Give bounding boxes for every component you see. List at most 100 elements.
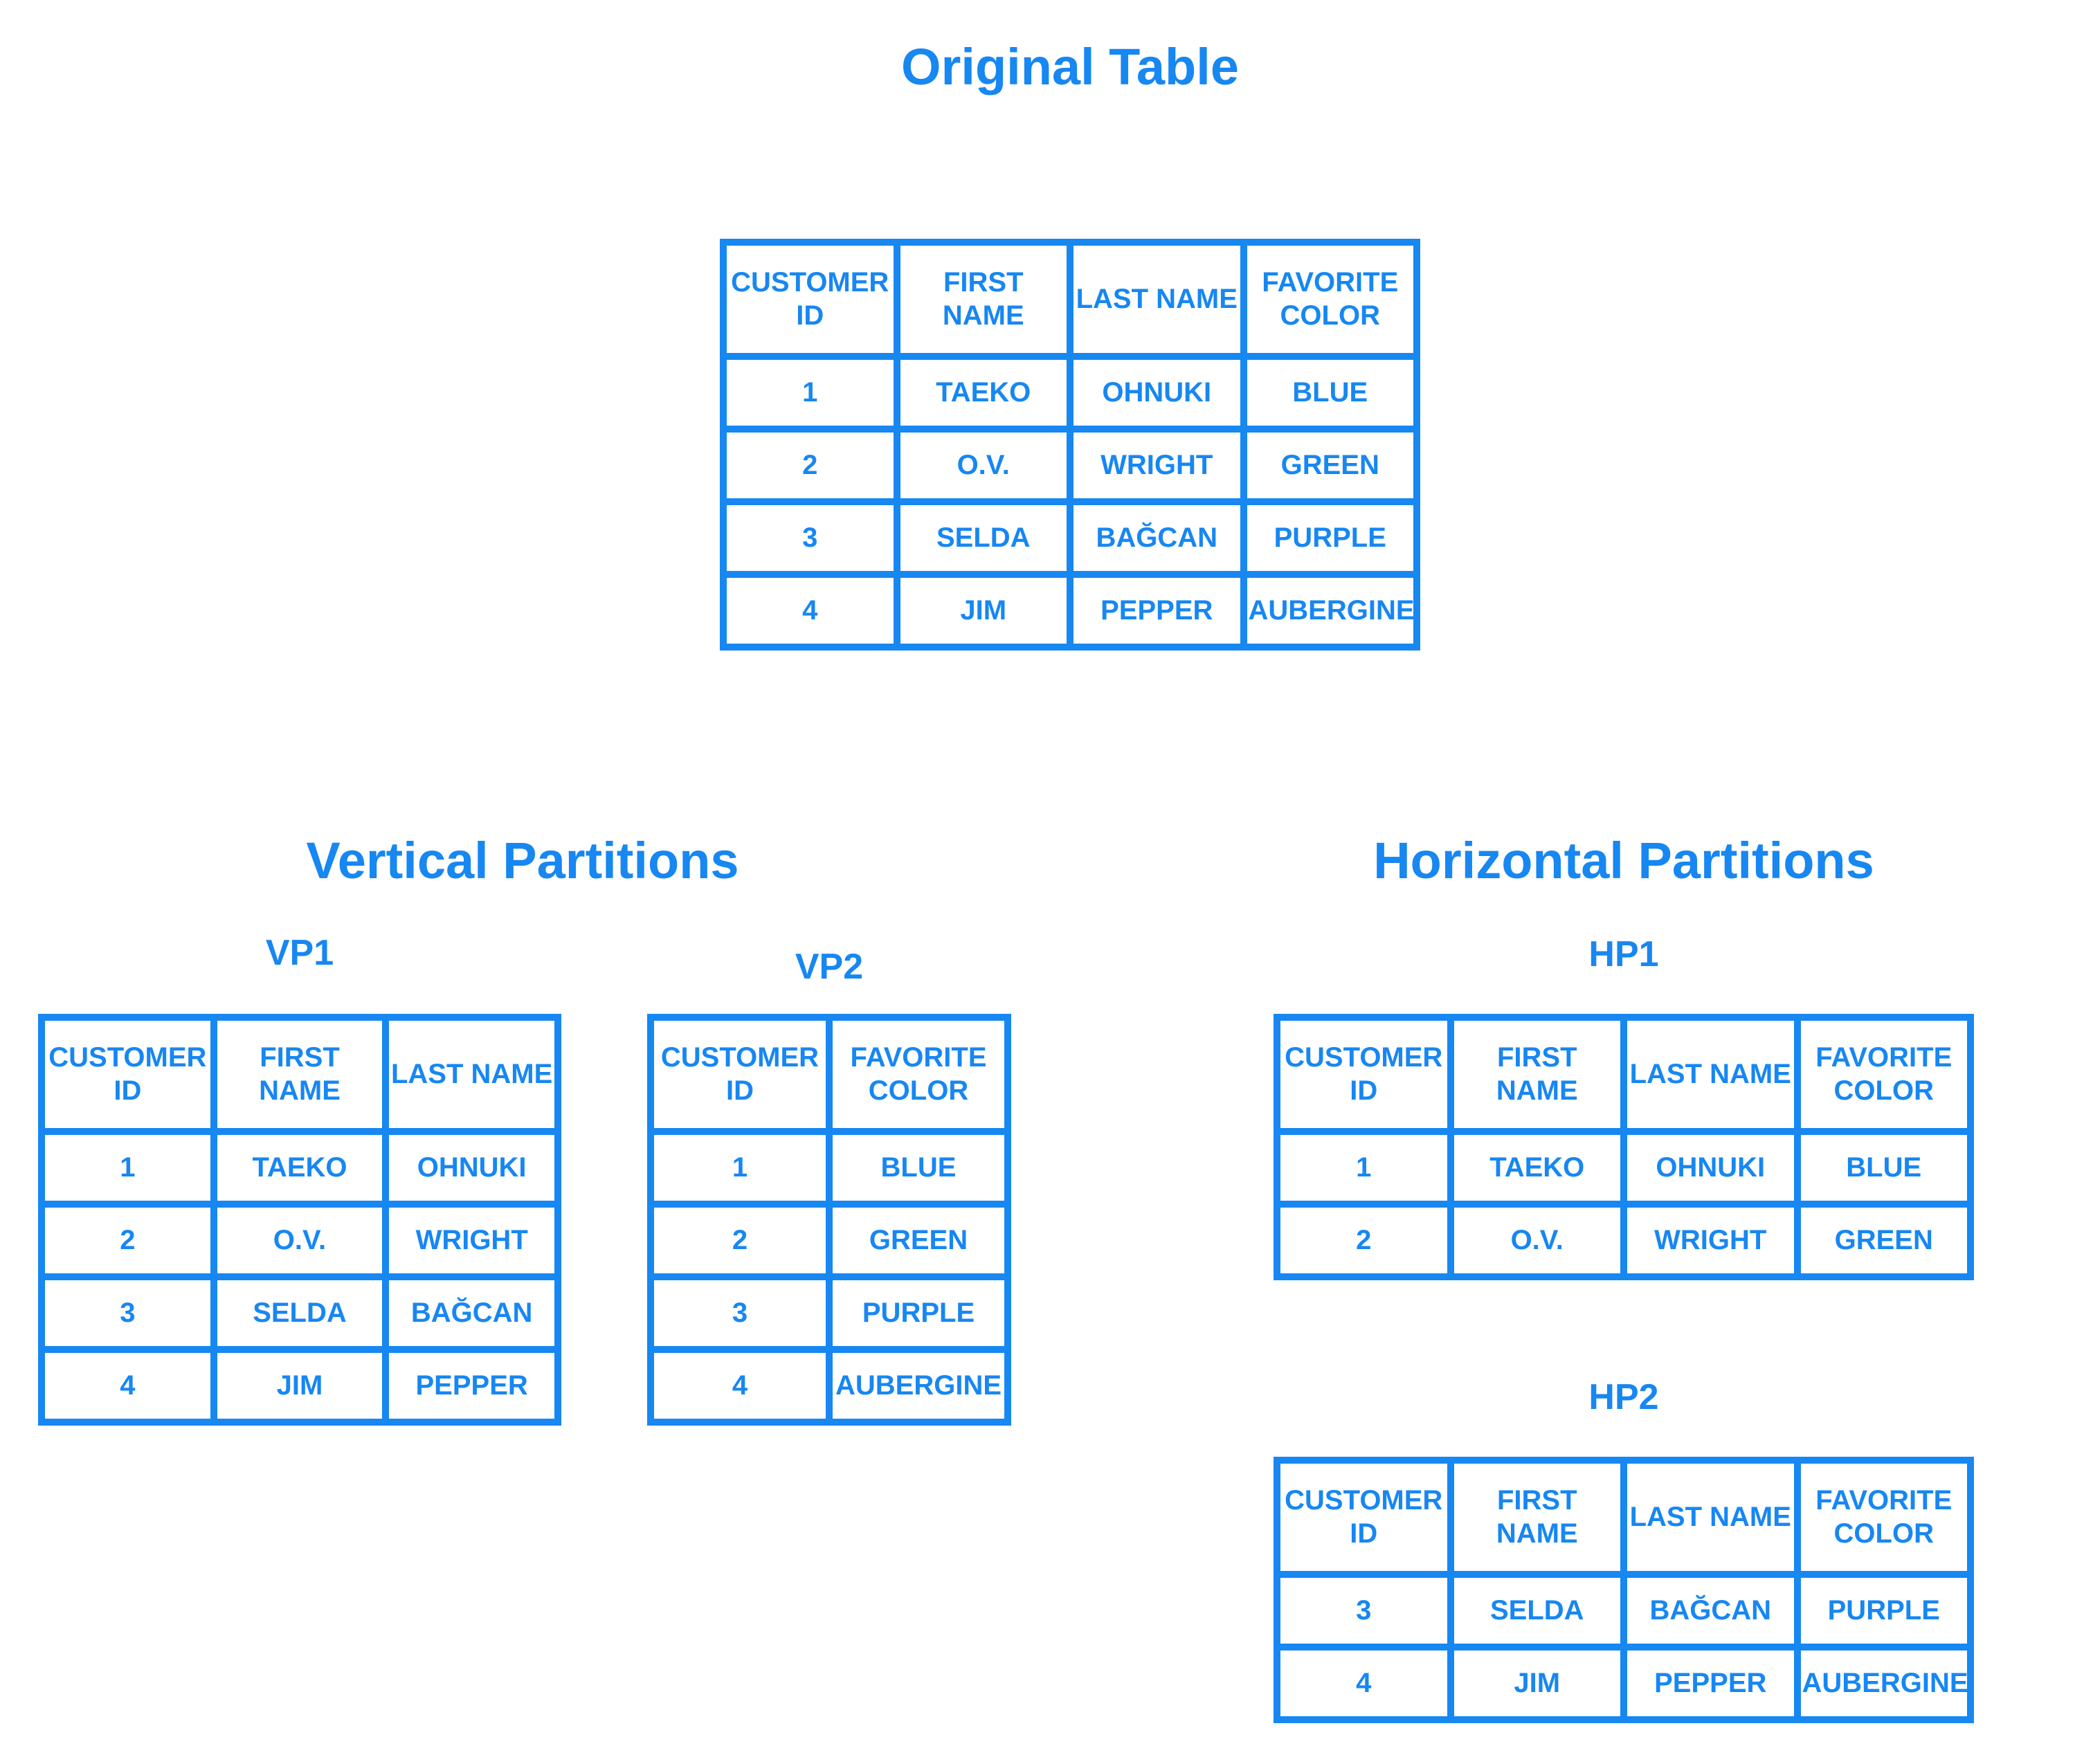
table-cell: JIM [893,571,1073,651]
vp1-label: VP1 [265,933,334,973]
table-cell: 3 [38,1273,217,1353]
table-cell: AUBERGINE [1240,571,1420,651]
table-cell: TAEKO [893,353,1073,433]
vp2-label: VP2 [795,947,864,987]
table-cell: GREEN [1240,426,1420,505]
column-header: CUSTOMER ID [647,1014,833,1135]
column-header: LAST NAME [1620,1014,1801,1135]
table-cell: GREEN [1793,1201,1974,1280]
table-cell: SELDA [893,498,1073,578]
column-header: FAVORITE COLOR [1240,239,1420,360]
table-cell: 1 [38,1128,217,1208]
column-header: FAVORITE COLOR [1793,1457,1974,1578]
table-cell: 4 [1274,1644,1454,1723]
table-cell: 4 [720,571,900,651]
table-cell: WRIGHT [1620,1201,1801,1280]
table-cell: 3 [647,1273,833,1353]
table-cell: OHNUKI [1620,1128,1801,1208]
table-cell: PEPPER [1067,571,1247,651]
column-header: CUSTOMER ID [1274,1014,1454,1135]
table-cell: O.V. [893,426,1073,505]
column-header: FAVORITE COLOR [1793,1014,1974,1135]
table-cell: TAEKO [1447,1128,1627,1208]
table-cell: PURPLE [826,1273,1011,1353]
table-cell: BLUE [1240,353,1420,433]
column-header: FIRST NAME [210,1014,390,1135]
table-cell: PURPLE [1240,498,1420,578]
table-cell: O.V. [210,1201,390,1280]
table-cell: 4 [647,1346,833,1426]
column-header: LAST NAME [382,1014,561,1135]
table-cell: BLUE [826,1128,1011,1208]
column-header: CUSTOMER ID [38,1014,217,1135]
table-cell: JIM [1447,1644,1627,1723]
table-cell: 2 [720,426,900,505]
table-cell: BAĞCAN [382,1273,561,1353]
table-cell: SELDA [1447,1571,1627,1651]
table-cell: AUBERGINE [1793,1644,1974,1723]
column-header: FAVORITE COLOR [826,1014,1011,1135]
table-cell: TAEKO [210,1128,390,1208]
table-cell: BAĞCAN [1620,1571,1801,1651]
horizontal-partitions-title: Horizontal Partitions [1373,832,1874,889]
column-header: FIRST NAME [1447,1457,1627,1578]
table-cell: BAĞCAN [1067,498,1247,578]
table-cell: OHNUKI [1067,353,1247,433]
vertical-partitions-title: Vertical Partitions [306,832,739,889]
column-header: CUSTOMER ID [1274,1457,1454,1578]
table-cell: 1 [647,1128,833,1208]
table-cell: OHNUKI [382,1128,561,1208]
table-cell: AUBERGINE [826,1346,1011,1426]
table-cell: O.V. [1447,1201,1627,1280]
table-cell: PEPPER [382,1346,561,1426]
table-cell: 2 [38,1201,217,1280]
table-cell: BLUE [1793,1128,1974,1208]
column-header: LAST NAME [1620,1457,1801,1578]
hp2-label: HP2 [1588,1377,1659,1417]
table-cell: 3 [720,498,900,578]
table-cell: SELDA [210,1273,390,1353]
column-header: CUSTOMER ID [720,239,900,360]
table-cell: GREEN [826,1201,1011,1280]
table-cell: 2 [647,1201,833,1280]
column-header: FIRST NAME [893,239,1073,360]
table-cell: WRIGHT [1067,426,1247,505]
table-cell: PURPLE [1793,1571,1974,1651]
hp1-label: HP1 [1588,934,1659,974]
table-cell: WRIGHT [382,1201,561,1280]
table-cell: PEPPER [1620,1644,1801,1723]
table-cell: 2 [1274,1201,1454,1280]
table-cell: 1 [720,353,900,433]
column-header: FIRST NAME [1447,1014,1627,1135]
table-cell: 3 [1274,1571,1454,1651]
table-cell: 1 [1274,1128,1454,1208]
table-cell: 4 [38,1346,217,1426]
original-table-title: Original Table [901,38,1239,96]
